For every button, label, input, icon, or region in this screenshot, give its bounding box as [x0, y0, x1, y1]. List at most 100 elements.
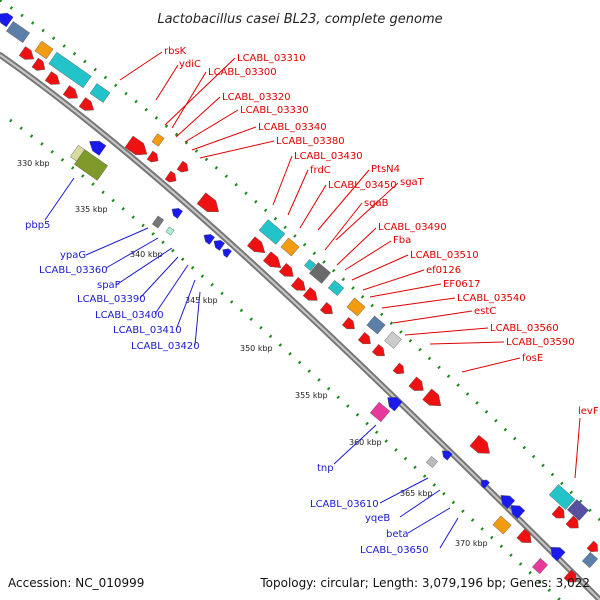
leader-line	[175, 96, 221, 138]
gene-arrow	[290, 277, 306, 291]
tick-label: 340 kbp	[130, 250, 163, 259]
topology-text: Topology: circular; Length: 3,079,196 bp…	[259, 576, 590, 590]
leader-line	[184, 109, 239, 143]
tick-label: 345 kbp	[185, 296, 218, 305]
gene-label-LCABL_03420: LCABL_03420	[131, 341, 200, 352]
gene-arrow	[551, 505, 565, 519]
leader-line	[85, 227, 149, 256]
gene-box	[327, 280, 345, 296]
gene-label-EF0617: EF0617	[443, 279, 481, 290]
gene-label-ydiC: ydiC	[179, 59, 201, 70]
gene-label-levF: levF	[578, 406, 599, 417]
gene-label-fosE: fosE	[522, 353, 543, 364]
gene-label-frdC: frdC	[310, 165, 331, 176]
leader-line	[399, 489, 441, 518]
gene-box	[426, 456, 438, 468]
gene-label-LCABL_03590: LCABL_03590	[506, 337, 575, 348]
gene-label-spaF: spaF	[97, 280, 121, 291]
leader-line	[392, 310, 473, 324]
gene-box	[280, 237, 300, 257]
gene-arrow	[31, 57, 46, 71]
gene-box	[151, 133, 165, 147]
leader-line	[287, 169, 309, 216]
gene-box	[366, 315, 386, 335]
gene-arrow	[262, 251, 282, 269]
gene-arrow	[176, 160, 189, 173]
leader-line	[194, 291, 201, 346]
gene-label-LCABL_03380: LCABL_03380	[276, 136, 345, 147]
genome-backbone	[0, 52, 600, 600]
gene-arrow	[319, 302, 333, 315]
gene-label-LCABL_03360: LCABL_03360	[39, 265, 108, 276]
leader-line	[199, 140, 275, 159]
gene-arrow	[124, 135, 148, 156]
leader-line	[439, 517, 459, 549]
gene-arrow	[357, 332, 371, 345]
gene-arrow	[222, 248, 232, 258]
leader-line	[574, 417, 581, 479]
gene-label-LCABL_03540: LCABL_03540	[457, 293, 526, 304]
leader-line	[344, 240, 392, 271]
tick-label: 370 kbp	[455, 539, 488, 548]
gene-label-LCABL_03300: LCABL_03300	[208, 67, 277, 78]
gene-label-yqeB: yqeB	[365, 513, 390, 524]
gene-label-pbp5: pbp5	[25, 220, 50, 231]
gene-label-PtsN4: PtsN4	[371, 164, 400, 175]
leader-line	[154, 264, 189, 315]
gene-label-ef0126: ef0126	[426, 265, 461, 276]
gene-label-LCABL_03330: LCABL_03330	[240, 105, 309, 116]
gene-arrow	[89, 140, 107, 156]
gene-arrow	[62, 85, 78, 99]
gene-label-LCABL_03310: LCABL_03310	[237, 53, 306, 64]
gene-label-LCABL_03410: LCABL_03410	[113, 325, 182, 336]
gene-arrow	[341, 317, 355, 330]
gene-box	[165, 226, 175, 236]
gene-arrow	[469, 434, 490, 454]
leader-line	[44, 177, 75, 221]
gene-box	[548, 484, 576, 510]
gene-label-LCABL_03400: LCABL_03400	[95, 310, 164, 321]
gene-label-LCABL_03450: LCABL_03450	[328, 180, 397, 191]
gene-arrow	[302, 287, 318, 301]
gene-arrow	[164, 170, 177, 183]
gene-box	[346, 297, 366, 317]
gene-arrow	[203, 234, 215, 245]
gene-label-LCABL_03490: LCABL_03490	[378, 222, 447, 233]
gene-box	[384, 331, 402, 349]
leader-line	[351, 254, 409, 281]
tick-label: 365 kbp	[400, 489, 433, 498]
leader-line	[369, 283, 442, 298]
gene-arrow	[0, 12, 14, 28]
gene-arrow	[563, 569, 577, 583]
leader-line	[461, 357, 521, 373]
gene-arrow	[441, 450, 453, 461]
gene-arrow	[213, 240, 225, 251]
reverse-gene-labels: pbp5 ypaG LCABL_03360 spaF LCABL_03390 L…	[25, 220, 429, 556]
gene-label-beta: beta	[386, 529, 409, 540]
gene-arrow	[18, 46, 34, 60]
tick-label: 350 kbp	[240, 344, 273, 353]
gene-arrow	[550, 547, 566, 562]
leader-line	[115, 247, 173, 286]
gene-label-Fba: Fba	[393, 235, 411, 246]
gene-box	[258, 219, 286, 245]
gene-arrow	[586, 540, 598, 552]
gene-arrow	[480, 479, 490, 489]
gene-box	[304, 259, 316, 271]
gene-arrow	[392, 362, 405, 375]
gene-arrow	[246, 236, 266, 254]
gene-box	[151, 215, 165, 229]
reverse-leader-lines	[44, 177, 459, 549]
gene-arrow	[78, 97, 94, 111]
gene-arrow	[387, 397, 403, 412]
gene-label-LCABL_03650: LCABL_03650	[360, 545, 429, 556]
gene-label-rbsK: rbsK	[164, 46, 187, 57]
gene-arrow	[565, 515, 579, 529]
tick-label: 330 kbp	[17, 159, 50, 168]
leader-line	[336, 227, 377, 266]
gene-arrow	[146, 150, 159, 163]
leader-line	[362, 269, 425, 291]
gene-arrow	[371, 344, 385, 357]
gene-arrow	[422, 388, 442, 406]
